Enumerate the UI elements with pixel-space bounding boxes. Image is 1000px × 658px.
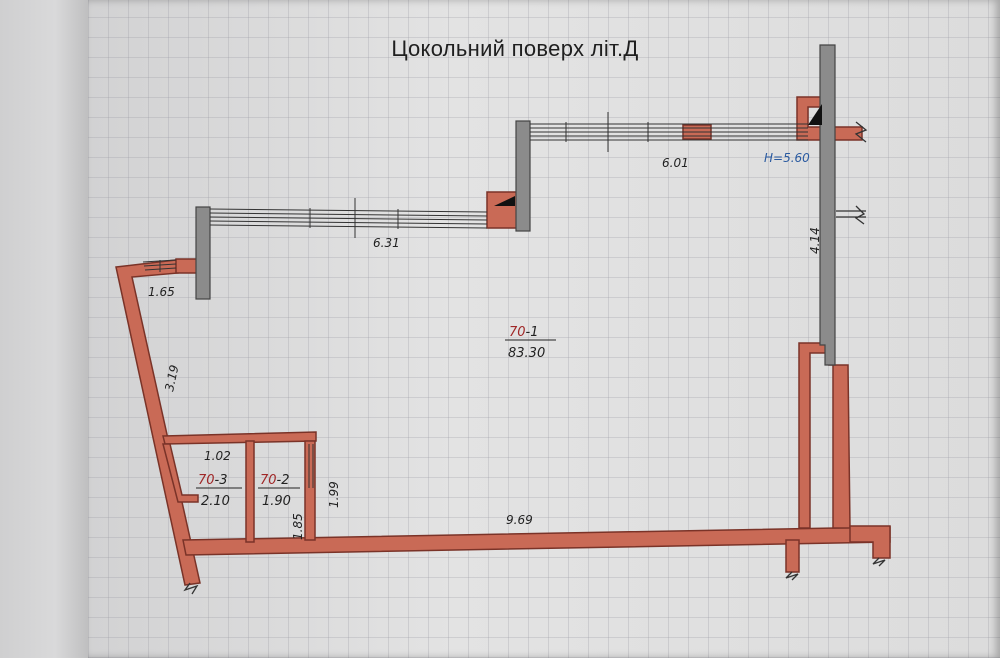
room-70-3-label: 70-3 bbox=[198, 473, 228, 488]
wall-small-room-divider-1 bbox=[245, 440, 255, 543]
room-70-3-area: 2.10 bbox=[201, 494, 230, 509]
paper-sheet bbox=[88, 0, 1000, 658]
window-top-middle bbox=[209, 198, 488, 238]
wall-small-room-inner bbox=[162, 443, 199, 503]
column-left bbox=[195, 206, 211, 300]
dim-bottom: 9.69 bbox=[506, 513, 533, 527]
wall-bottom-stub-mid bbox=[785, 539, 800, 573]
wall-pier-3 bbox=[175, 258, 199, 274]
page-title: Цокольний поверх літ.Д bbox=[391, 36, 639, 61]
labels: 6.01 H=5.60 6.31 1.65 3.19 4.14 9.69 1.0… bbox=[148, 151, 822, 540]
wall-small-room-top bbox=[162, 431, 317, 445]
window-top-right bbox=[530, 112, 808, 152]
room-70-2-label: 70-2 bbox=[260, 473, 290, 488]
wall-right-bottom-stub bbox=[849, 525, 891, 559]
vent-triangle-right bbox=[808, 104, 822, 125]
column-right bbox=[819, 44, 836, 366]
room-70-2-area: 1.90 bbox=[262, 494, 291, 509]
dim-small-room-side: 1.99 bbox=[327, 481, 341, 508]
vent-triangle-middle bbox=[494, 196, 515, 206]
columns bbox=[195, 44, 836, 366]
dim-left-diagonal: 3.19 bbox=[162, 364, 181, 393]
dim-top-right: 6.01 bbox=[662, 156, 689, 170]
dim-small-room-bottom: 1.85 bbox=[291, 513, 305, 540]
room-70-1-area: 83.30 bbox=[508, 346, 545, 361]
left-page-edge bbox=[0, 0, 92, 658]
wall-right-lower bbox=[798, 342, 851, 529]
wall-left-diagonal bbox=[115, 259, 201, 586]
dim-top-middle: 6.31 bbox=[373, 236, 400, 250]
height-label: H=5.60 bbox=[764, 151, 810, 165]
door-small-room bbox=[308, 444, 314, 488]
room-70-1-label: 70-1 bbox=[509, 325, 539, 340]
column-top-middle bbox=[515, 120, 531, 232]
windows bbox=[142, 112, 886, 595]
dim-left-short: 1.65 bbox=[148, 285, 175, 299]
wall-bottom bbox=[182, 526, 891, 556]
walls bbox=[115, 96, 891, 586]
window-left bbox=[142, 259, 177, 272]
vent-markers bbox=[494, 104, 822, 206]
dim-right-side: 4.14 bbox=[808, 227, 822, 254]
dim-small-room-top: 1.02 bbox=[204, 449, 231, 463]
break-symbols bbox=[183, 121, 886, 595]
